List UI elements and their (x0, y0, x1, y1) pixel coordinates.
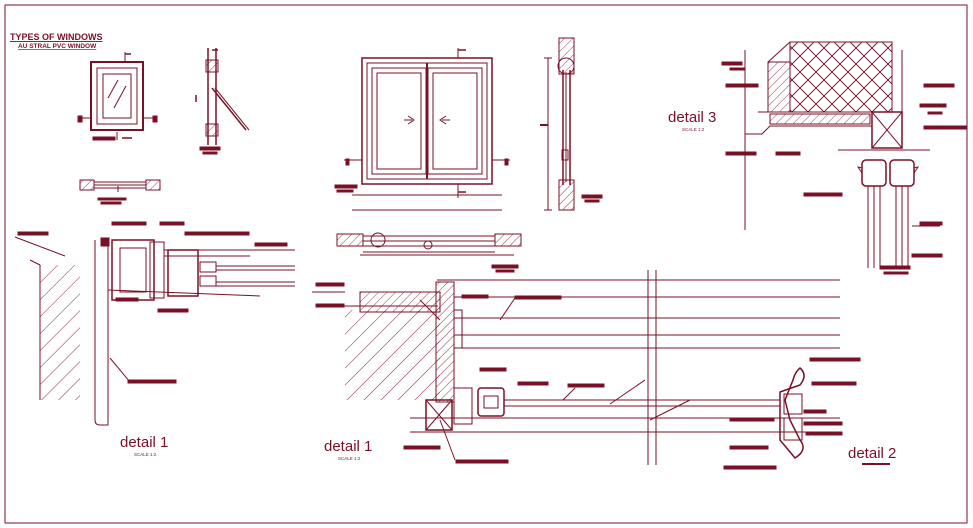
small-window-section (195, 48, 250, 155)
detail-1-left-scale: SCALE 1:2 (134, 452, 157, 457)
detail-1-center-scale: SCALE 1:2 (338, 456, 361, 461)
small-window-plan (79, 179, 161, 205)
small-window-elevation (77, 52, 158, 141)
detail-2-underline (862, 463, 890, 465)
detail-1-center-label: detail 1 (324, 438, 372, 455)
sheet-title: TYPES OF WINDOWS (10, 32, 103, 42)
detail-3-drawing (721, 41, 967, 275)
detail-1-center-drawing (312, 270, 861, 470)
detail-1-left-label: detail 1 (120, 434, 168, 451)
sheet-border (4, 4, 968, 524)
sliding-window-plan (336, 232, 522, 273)
detail-3-scale: SCALE 1:2 (682, 127, 705, 132)
detail-3-label: detail 3 (668, 109, 716, 126)
sliding-window-section (540, 37, 603, 211)
sheet-subtitle: AU STRAL PVC WINDOW (18, 43, 97, 50)
detail-2-label: detail 2 (848, 445, 896, 462)
sliding-window-elevation (334, 48, 510, 211)
detail-1-left-drawing (14, 221, 295, 426)
